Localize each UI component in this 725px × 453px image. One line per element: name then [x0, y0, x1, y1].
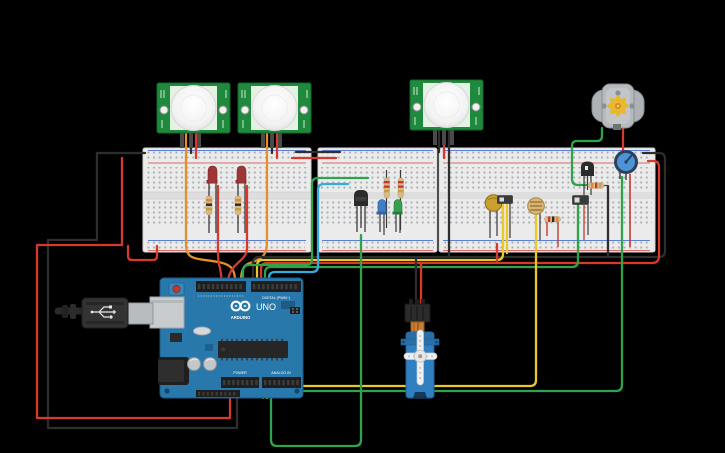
resistor-vertical-1[interactable] [205, 195, 213, 233]
arduino-model-text: UNO [256, 302, 276, 312]
breadboard-right[interactable] [438, 147, 656, 253]
slide-switch-2[interactable] [572, 195, 589, 241]
wire-black-left-loop[interactable] [46, 151, 239, 430]
breadboard-seam [437, 148, 439, 252]
power-header-label: POWER [233, 371, 247, 375]
resistor-vertical-2[interactable] [234, 195, 242, 233]
wire-red-led1[interactable] [216, 184, 224, 283]
motor-gear-icon [607, 95, 629, 117]
wire-cyan-bus[interactable] [267, 182, 350, 283]
pir-sensor-1[interactable] [156, 82, 231, 148]
microcontroller-chip [218, 338, 288, 361]
icsp-header [290, 307, 300, 314]
led-green[interactable] [392, 199, 403, 234]
analog-header[interactable] [262, 377, 301, 388]
analog-header-label: ANALOG IN [271, 371, 291, 375]
resistor-horizontal-2[interactable] [587, 182, 608, 189]
digital-header-label: DIGITAL (PWM~) [262, 296, 290, 300]
arduino-brand-text: ARDUINO [231, 315, 251, 320]
wire-red-led2[interactable] [226, 184, 249, 283]
micro-servo[interactable] [400, 299, 440, 399]
pir-sensor-2[interactable] [237, 82, 312, 148]
slide-switch-1[interactable] [497, 195, 513, 239]
dc-motor[interactable] [591, 83, 645, 130]
motor-shaft [613, 124, 621, 130]
wire-black-bus[interactable] [251, 151, 667, 283]
resistor-horizontal-1[interactable] [544, 216, 561, 248]
servo-horn[interactable] [403, 329, 438, 386]
breadboard-small[interactable] [142, 147, 312, 253]
potentiometer[interactable] [614, 150, 638, 247]
led-blue[interactable] [376, 199, 387, 236]
pir-sensor-3[interactable] [409, 79, 484, 145]
crystal-oscillator [193, 326, 211, 336]
wire-green-bottom-loop[interactable] [269, 233, 363, 448]
photoresistor-ldr[interactable] [527, 197, 545, 240]
wire-red-u-jumper[interactable] [126, 244, 159, 262]
led-red-1[interactable] [206, 165, 218, 233]
arduino-logo-icon [230, 300, 251, 312]
transistor-1[interactable] [354, 190, 368, 232]
usb-icon [90, 305, 116, 319]
wire-green-row[interactable] [241, 176, 370, 283]
reset-button[interactable] [168, 282, 185, 296]
usb-cable[interactable] [54, 297, 154, 329]
wire-red-left-loop[interactable] [35, 156, 232, 420]
voltage-regulator [170, 333, 182, 342]
power-header[interactable] [221, 377, 259, 388]
usb-plug-metal [125, 302, 154, 325]
arduino-uno[interactable]: DIGITAL (PWM~) ARDUINO UNO [149, 277, 304, 399]
led-red-2[interactable] [235, 165, 247, 233]
wire-green-motor[interactable] [570, 126, 604, 187]
breadboard-left[interactable] [317, 147, 438, 253]
wire-yellow-bus[interactable] [255, 201, 505, 283]
